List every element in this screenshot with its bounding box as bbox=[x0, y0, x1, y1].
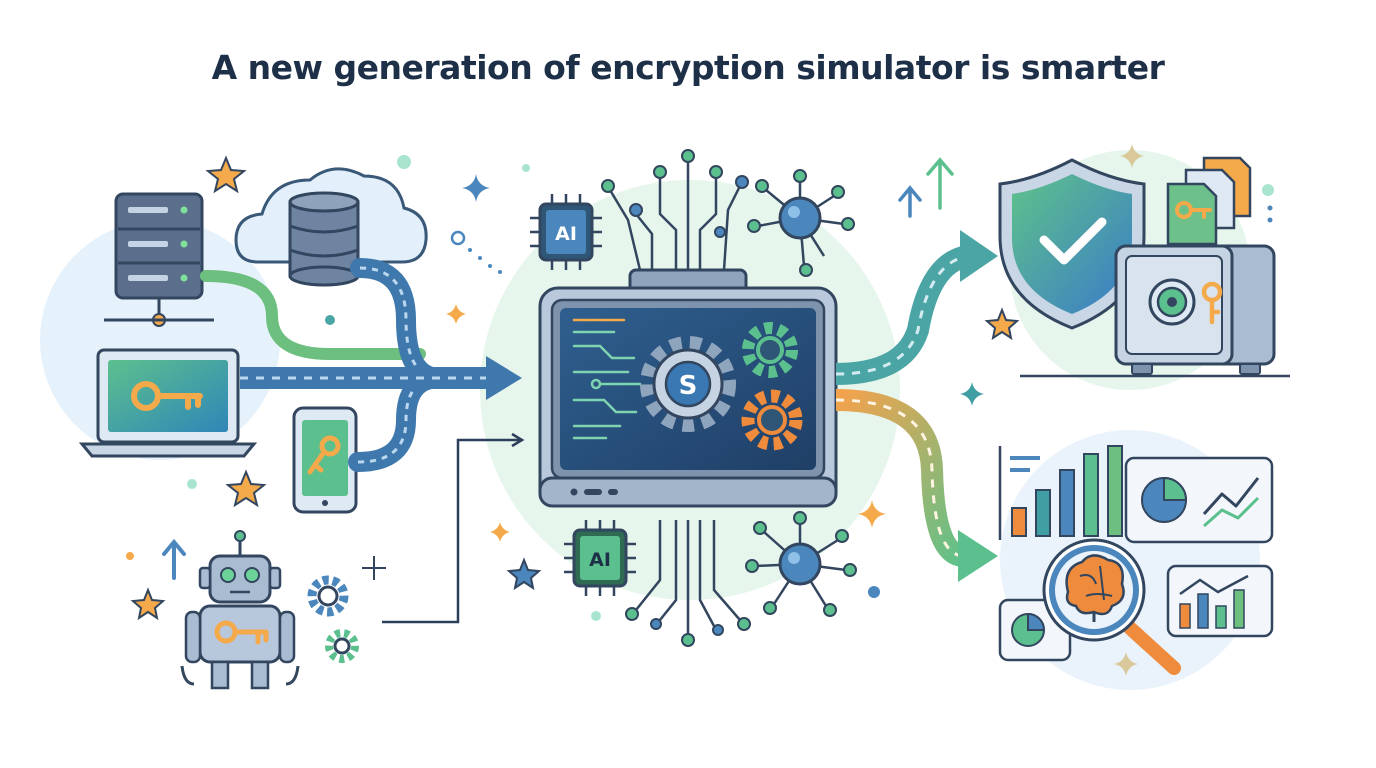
simulator-device: S bbox=[538, 268, 838, 508]
growth-arrows-icon bbox=[898, 157, 954, 218]
decorative-stars bbox=[130, 155, 1020, 621]
input-paths bbox=[200, 258, 525, 624]
decorative-dots bbox=[126, 155, 1274, 621]
page-title: A new generation of encryption simulator… bbox=[211, 48, 1165, 87]
documents-key-icon bbox=[1166, 156, 1252, 246]
pie-trend-panel-icon bbox=[1124, 456, 1274, 544]
mini-chart-panel-icon bbox=[1166, 564, 1274, 638]
circuit-lines bbox=[608, 160, 742, 636]
database-icon bbox=[288, 191, 360, 287]
orange-gear-icon bbox=[741, 389, 803, 451]
security-shield-icon bbox=[998, 158, 1146, 330]
upload-arrow-icon bbox=[162, 538, 186, 580]
network-hub-top-icon bbox=[747, 169, 855, 277]
ai-chip-top-label: AI bbox=[555, 223, 577, 245]
decorative-sparkles bbox=[362, 144, 1144, 676]
bar-chart-panel-icon bbox=[998, 445, 1123, 540]
ai-chip-bottom-label: AI bbox=[589, 549, 611, 571]
green-gear-icon bbox=[742, 322, 798, 378]
ai-brain-magnifier-icon bbox=[1042, 538, 1181, 675]
vault-safe-icon bbox=[1020, 244, 1290, 378]
output-paths bbox=[835, 230, 998, 582]
robot-key-icon bbox=[180, 530, 300, 690]
core-gear-icon: S bbox=[640, 336, 736, 432]
ai-chip-top-icon: AI bbox=[530, 194, 602, 270]
network-hub-bottom-icon bbox=[745, 511, 857, 617]
server-rack-icon bbox=[104, 192, 214, 327]
laptop-key-icon bbox=[78, 348, 258, 458]
circuit-nodes bbox=[601, 149, 751, 647]
ai-chip-bottom-icon: AI bbox=[564, 520, 636, 596]
robot-gears-icon bbox=[307, 575, 359, 663]
core-letter: S bbox=[679, 371, 698, 401]
phone-key-icon bbox=[292, 406, 358, 514]
